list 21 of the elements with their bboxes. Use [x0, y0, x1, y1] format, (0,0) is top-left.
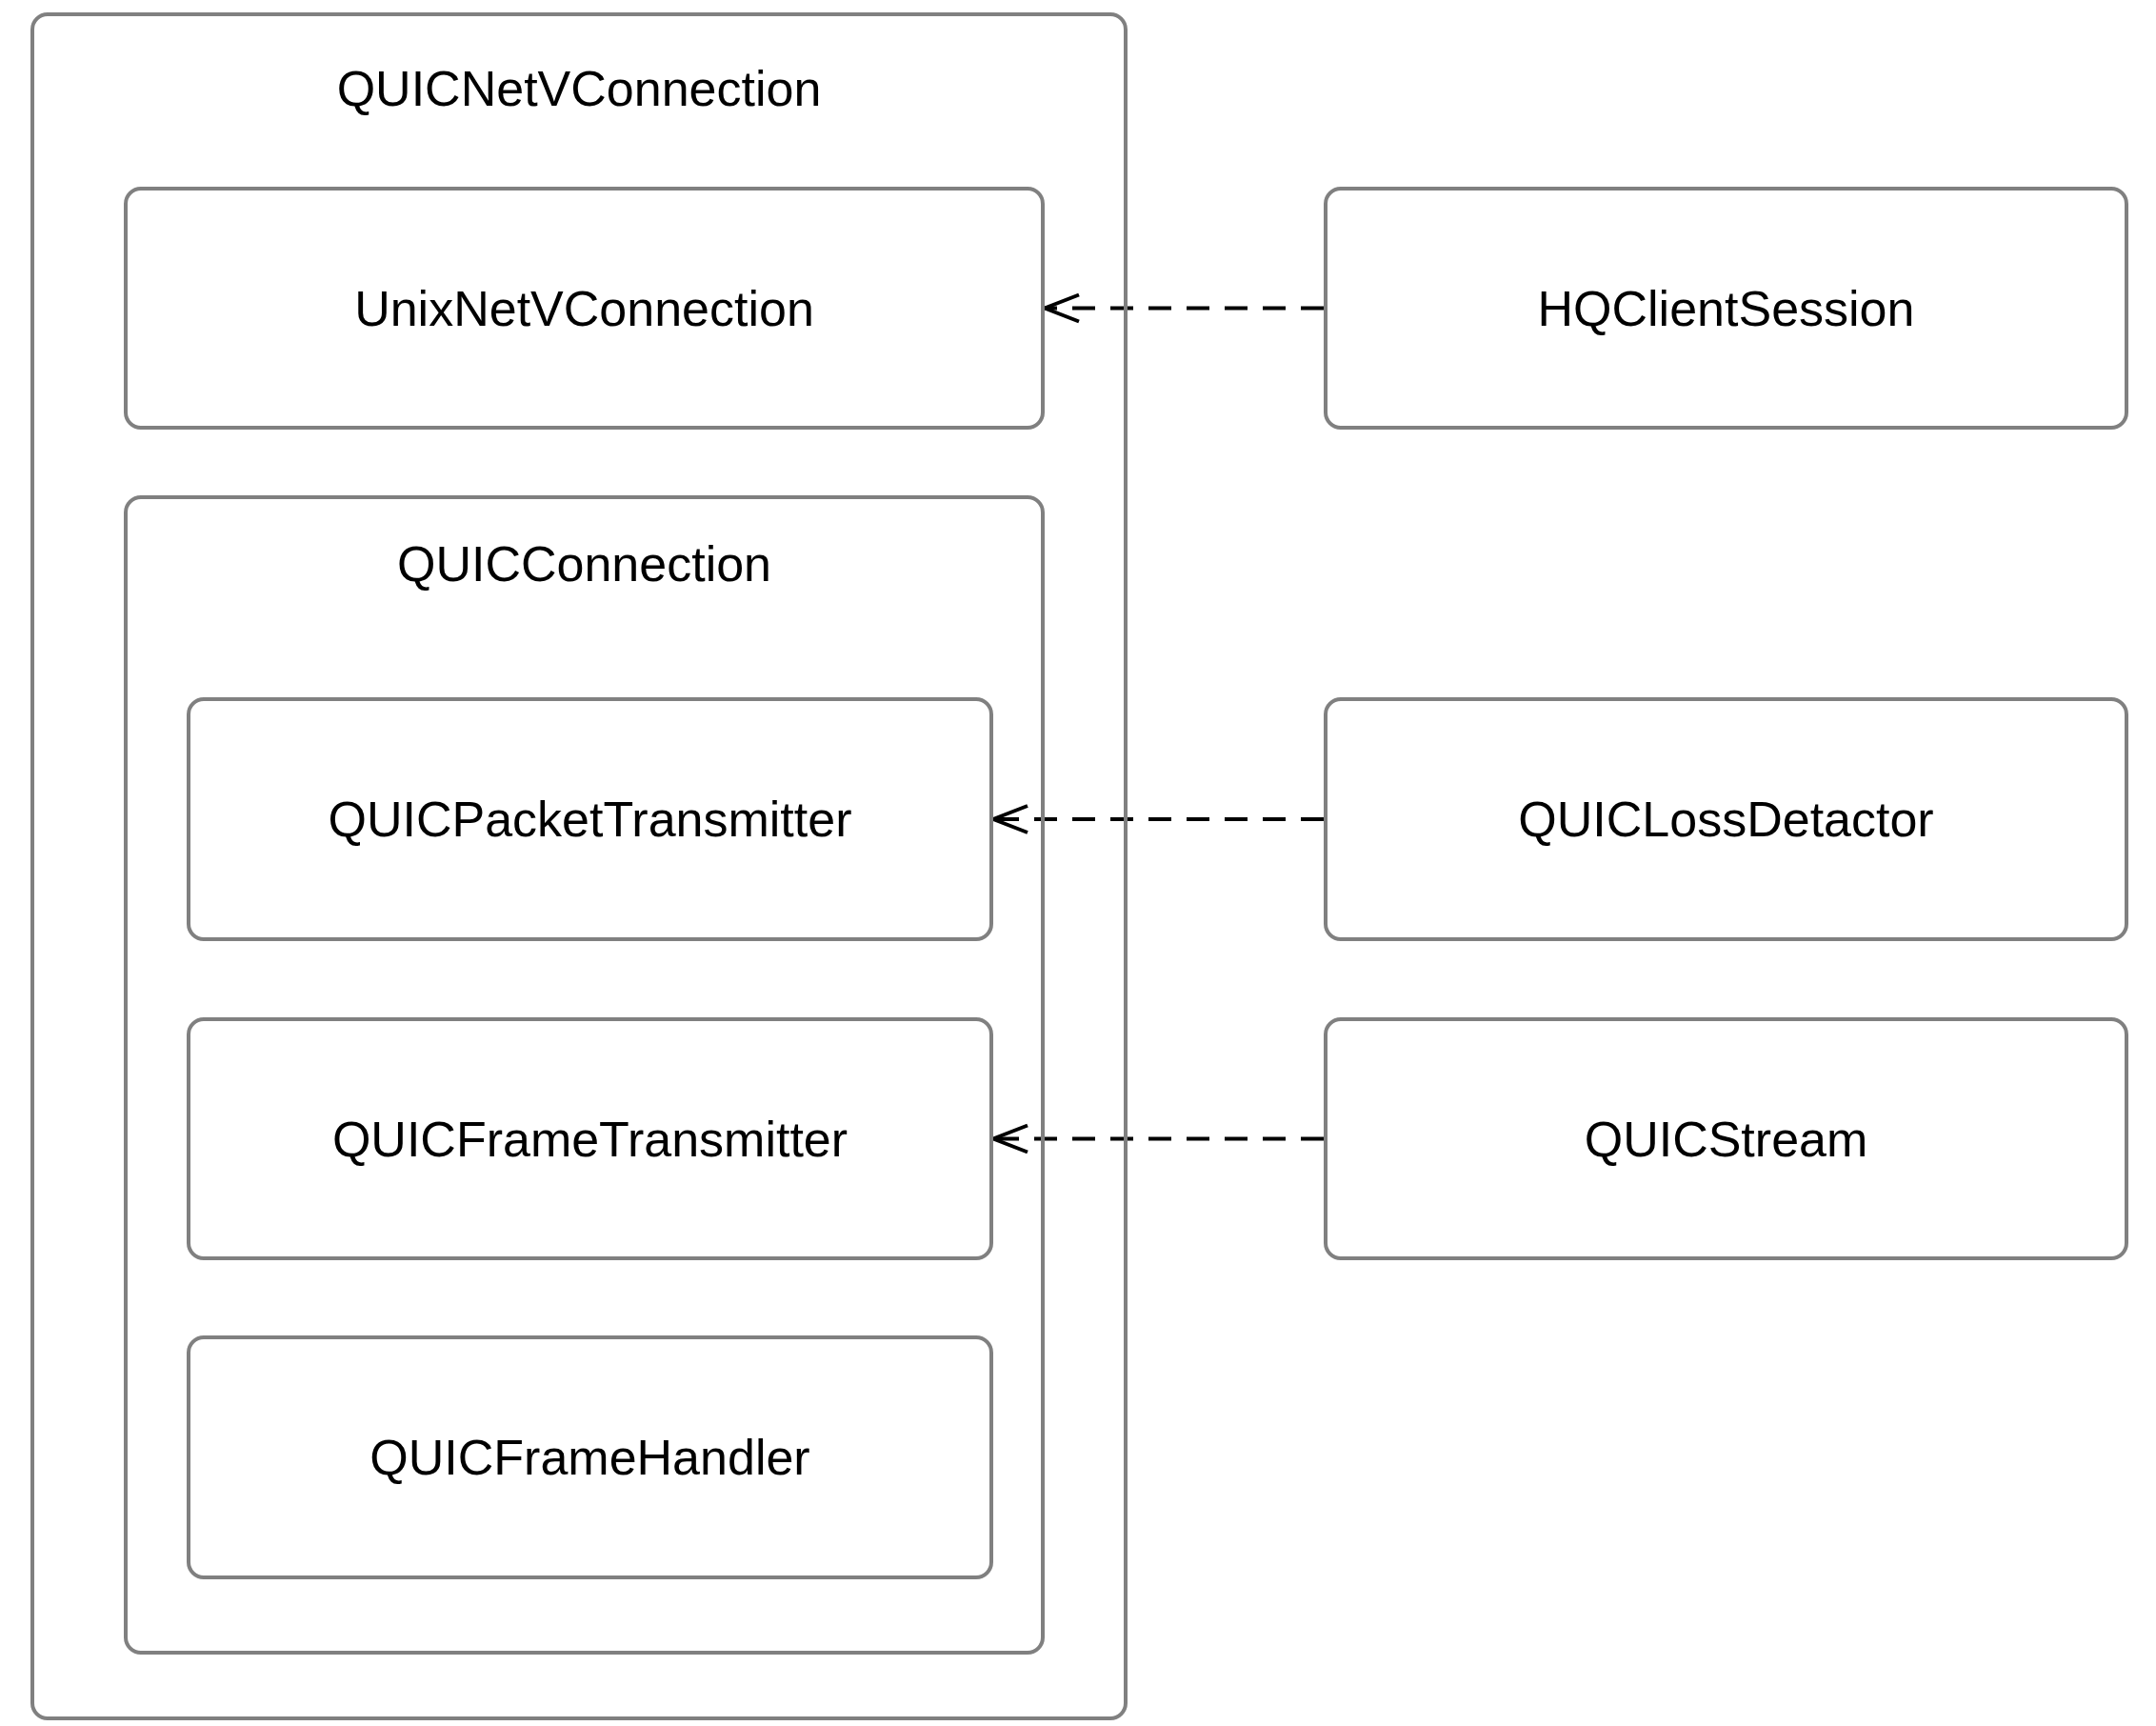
- container-title: QUICNetVConnection: [335, 60, 823, 117]
- dependency-arrow: [991, 804, 1324, 834]
- container-box: [124, 495, 1045, 1655]
- class-box: [187, 1335, 993, 1579]
- dependency-arrow: [1043, 292, 1324, 324]
- class-box: [187, 697, 993, 941]
- class-name: QUICLossDetactor: [1518, 791, 1934, 848]
- class-box: [1324, 1017, 2128, 1260]
- dependency-arrow: [991, 1123, 1324, 1154]
- class-name: HQClientSession: [1537, 279, 1915, 337]
- class-name: QUICFrameTransmitter: [331, 1110, 848, 1168]
- class-box: [124, 187, 1045, 430]
- class-name: UnixNetVConnection: [354, 279, 814, 337]
- class-name: QUICPacketTransmitter: [328, 791, 852, 848]
- container-box: [30, 12, 1128, 1720]
- class-name: QUICStream: [1584, 1110, 1868, 1168]
- class-box: [1324, 697, 2128, 941]
- class-box: [187, 1017, 993, 1260]
- class-name: QUICFrameHandler: [369, 1429, 810, 1486]
- class-box: [1324, 187, 2128, 430]
- container-title: QUICConnection: [395, 535, 773, 592]
